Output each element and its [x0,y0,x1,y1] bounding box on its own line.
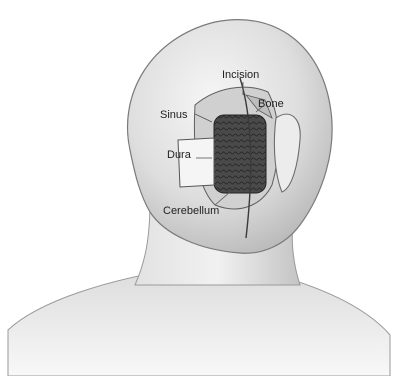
cerebellum-tissue [214,115,266,193]
label-dura: Dura [167,149,192,161]
label-cerebellum: Cerebellum [163,205,219,217]
label-incision: Incision [222,69,259,81]
dura-flap [178,138,214,187]
label-sinus: Sinus [160,109,188,121]
label-bone: Bone [258,98,284,110]
